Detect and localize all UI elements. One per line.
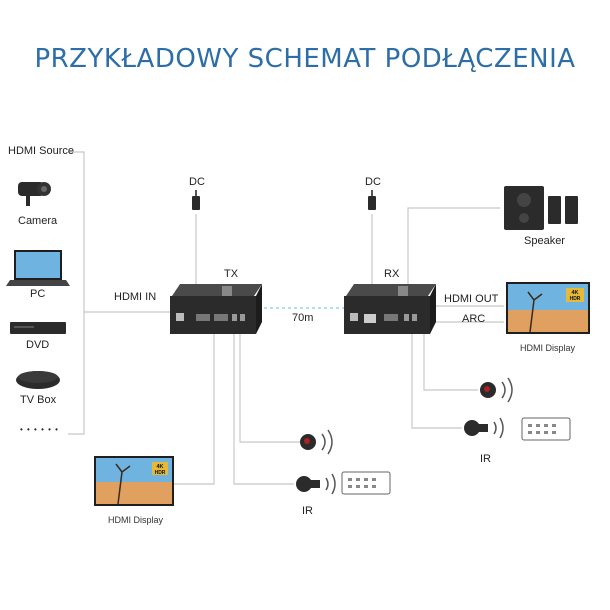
remote-right-icon <box>521 417 571 441</box>
source-bracket-line <box>68 151 85 435</box>
source-camera-label: Camera <box>18 215 58 227</box>
badge-hdr-left: HDR <box>155 470 166 476</box>
hdmi-display-left-label: HDMI Display <box>108 515 164 525</box>
ir-sensor-left-top-icon <box>300 429 333 455</box>
hdmi-source-heading: HDMI Source <box>8 145 75 157</box>
tx-label: TX <box>224 268 239 280</box>
display-left-line <box>172 334 215 485</box>
hdmi-in-label: HDMI IN <box>114 291 157 303</box>
ir-sensor-right-top-icon <box>480 377 513 403</box>
speaker-icon <box>504 186 578 230</box>
speaker-label: Speaker <box>524 235 565 247</box>
ir-left-label: IR <box>302 505 313 517</box>
badge-4k-right: 4K <box>571 290 578 296</box>
arc-label: ARC <box>462 313 486 325</box>
rx-box-icon <box>344 284 436 334</box>
hdmi-out-label: HDMI OUT <box>444 293 499 305</box>
rx-label: RX <box>384 268 400 280</box>
camera-icon <box>18 182 51 206</box>
ir-emitter-left-bottom-icon <box>296 473 336 495</box>
speaker-line <box>407 207 500 290</box>
hdmi-display-left-icon <box>94 456 174 506</box>
ir-right-label: IR <box>480 453 491 465</box>
pc-icon <box>6 250 70 286</box>
dc-right-label: DC <box>365 176 381 188</box>
ir-rx-right-line <box>411 334 462 429</box>
badge-hdr-right: HDR <box>570 296 581 302</box>
connection-lines <box>68 151 504 485</box>
source-tvbox-label: TV Box <box>20 394 57 406</box>
hdmi-display-right-label: HDMI Display <box>520 343 576 353</box>
ir-tx-right-line <box>423 334 478 391</box>
dc-plug-right-icon <box>368 190 376 210</box>
source-pc-label: PC <box>30 288 46 300</box>
dc-plug-left-icon <box>192 190 200 210</box>
hdmi-display-right-icon <box>506 282 590 334</box>
remote-left-icon <box>341 471 391 495</box>
ir-rx-left-line <box>233 334 294 485</box>
page-title: PRZYKŁADOWY SCHEMAT PODŁĄCZENIA <box>34 44 576 74</box>
distance-label: 70m <box>292 312 314 324</box>
tx-box-icon <box>170 284 262 334</box>
ir-emitter-right-bottom-icon <box>464 417 504 439</box>
source-dvd-label: DVD <box>26 339 50 351</box>
ir-tx-left-line <box>239 334 300 443</box>
dc-left-label: DC <box>189 176 205 188</box>
source-more-label: • • • • • • <box>20 425 59 434</box>
badge-4k-left: 4K <box>156 464 163 470</box>
tv-box-icon <box>16 371 60 389</box>
dvd-icon <box>10 322 66 334</box>
